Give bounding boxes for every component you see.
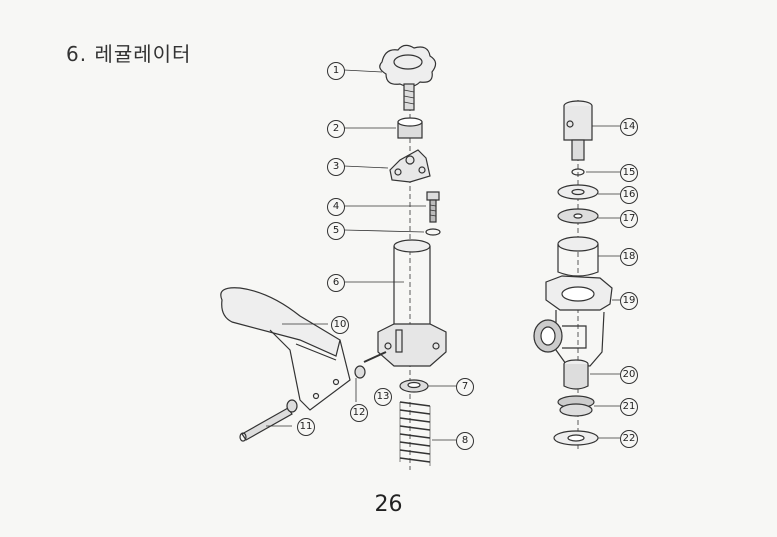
part-lever	[220, 287, 351, 411]
callout-3: 3	[327, 158, 345, 176]
part-bolt	[426, 191, 440, 223]
callout-20: 20	[620, 366, 638, 384]
callout-4: 4	[327, 198, 345, 216]
part-lever-nut	[354, 365, 366, 379]
part-pin-washer	[286, 399, 298, 413]
callout-12: 12	[350, 404, 368, 422]
part-knob	[379, 44, 437, 111]
part-sleeve	[557, 236, 599, 277]
part-pin	[239, 407, 293, 442]
callout-6: 6	[327, 274, 345, 292]
callout-8: 8	[456, 432, 474, 450]
callout-13: 13	[374, 388, 392, 406]
part-cap	[563, 100, 593, 161]
part-washer-22	[553, 430, 599, 446]
callout-21: 21	[620, 398, 638, 416]
part-spring	[399, 401, 431, 466]
page-number: 26	[374, 492, 403, 517]
part-ring	[399, 379, 429, 393]
part-valve-nut	[557, 395, 595, 417]
callout-11: 11	[297, 418, 315, 436]
part-valve-body	[533, 275, 613, 367]
leader-lines	[266, 69, 620, 441]
callout-10: 10	[331, 316, 349, 334]
callout-15: 15	[620, 164, 638, 182]
callout-1: 1	[327, 62, 345, 80]
part-disc	[557, 208, 599, 224]
part-washer-small	[425, 228, 441, 236]
part-bracket	[389, 149, 431, 183]
callout-16: 16	[620, 186, 638, 204]
callout-22: 22	[620, 430, 638, 448]
part-nut	[397, 117, 423, 139]
callout-14: 14	[620, 118, 638, 136]
callout-7: 7	[456, 378, 474, 396]
callout-19: 19	[620, 292, 638, 310]
part-o-ring	[571, 168, 585, 176]
part-washer-16	[557, 184, 599, 200]
part-split-pin	[363, 351, 387, 363]
callout-18: 18	[620, 248, 638, 266]
callout-17: 17	[620, 210, 638, 228]
part-body	[377, 239, 447, 367]
callout-5: 5	[327, 222, 345, 240]
part-short-sleeve	[563, 359, 589, 390]
page-title: 6. 레귤레이터	[66, 42, 192, 66]
callout-2: 2	[327, 120, 345, 138]
